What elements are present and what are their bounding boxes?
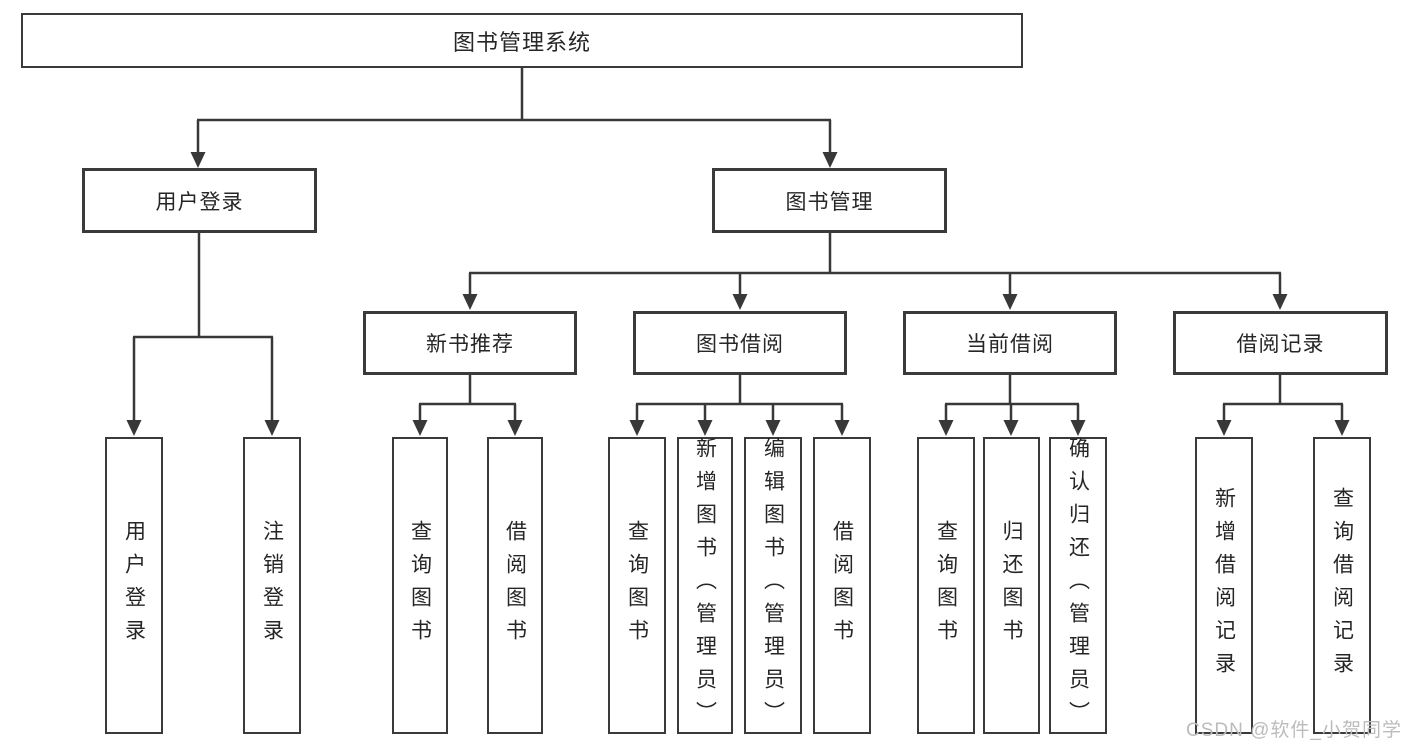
node-user-login-branch-label: 用户登录 [155,190,244,214]
leaf-logout-label: 注销登录 [260,519,284,652]
leaf-query-books-borrowing-label: 查询图书 [625,519,649,652]
leaf-add-borrow-record: 新增借阅记录 [1195,437,1253,734]
leaf-logout: 注销登录 [243,437,301,734]
node-current-borrowing: 当前借阅 [903,311,1117,375]
leaf-add-book-admin-label: 新增图书（管理员） [693,437,717,734]
node-root: 图书管理系统 [21,13,1023,68]
leaf-add-book-admin: 新增图书（管理员） [677,437,733,734]
node-book-management: 图书管理 [712,168,947,233]
leaf-borrow-books-borrowing: 借阅图书 [813,437,871,734]
node-new-book-recommend-label: 新书推荐 [426,333,514,356]
leaf-query-books-recommend: 查询图书 [392,437,448,734]
leaf-query-borrow-record: 查询借阅记录 [1313,437,1371,734]
node-book-borrowing-label: 图书借阅 [696,333,784,356]
leaf-borrow-books-borrowing-label: 借阅图书 [830,519,854,652]
leaf-query-books-recommend-label: 查询图书 [408,519,432,652]
leaf-borrow-books-recommend: 借阅图书 [487,437,543,734]
arrowheads [126,152,1350,436]
leaf-query-books-borrowing: 查询图书 [608,437,666,734]
watermark: CSDN @软件_小贺同学 [1186,720,1402,741]
leaf-confirm-return-admin-label: 确认归还（管理员） [1066,437,1090,734]
leaf-borrow-books-recommend-label: 借阅图书 [503,519,527,652]
leaf-confirm-return-admin: 确认归还（管理员） [1049,437,1107,734]
node-user-login-branch: 用户登录 [82,168,317,233]
node-borrowing-records: 借阅记录 [1173,311,1388,375]
leaf-return-book-label: 归还图书 [1000,519,1023,652]
leaf-query-borrow-record-label: 查询借阅记录 [1330,486,1354,685]
leaf-user-login-label: 用户登录 [122,519,146,652]
leaf-edit-book-admin-label: 编辑图书（管理员） [761,437,785,734]
node-book-borrowing: 图书借阅 [633,311,847,375]
leaf-user-login: 用户登录 [105,437,163,734]
tree-lines [132,68,1344,424]
leaf-add-borrow-record-label: 新增借阅记录 [1212,486,1236,685]
leaf-query-books-current: 查询图书 [917,437,975,734]
node-borrowing-records-label: 借阅记录 [1236,333,1325,356]
node-root-label: 图书管理系统 [452,29,591,55]
node-book-management-label: 图书管理 [785,190,874,214]
node-new-book-recommend: 新书推荐 [363,311,577,375]
node-current-borrowing-label: 当前借阅 [966,333,1054,356]
leaf-edit-book-admin: 编辑图书（管理员） [744,437,802,734]
leaf-return-book: 归还图书 [983,437,1040,734]
leaf-query-books-current-label: 查询图书 [934,519,958,652]
